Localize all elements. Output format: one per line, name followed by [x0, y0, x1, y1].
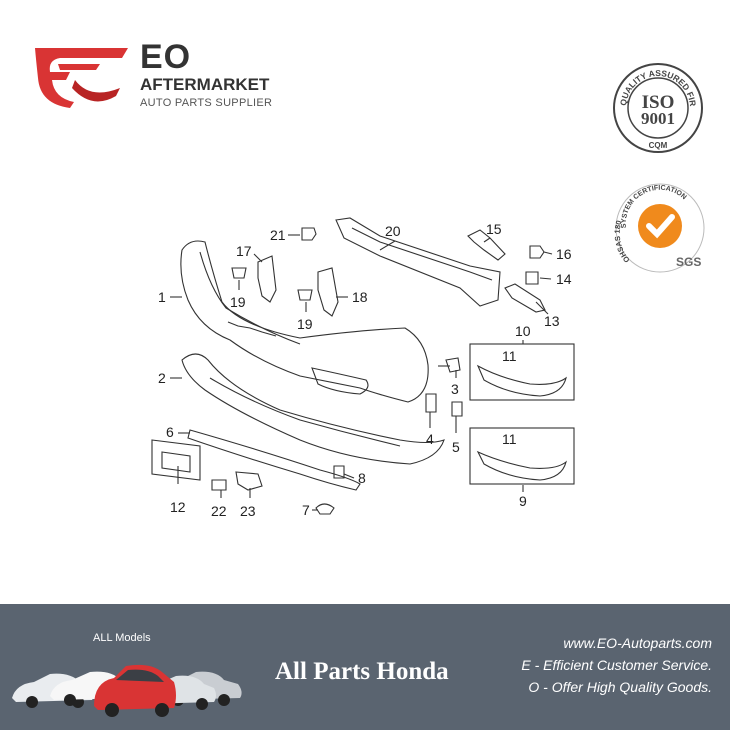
callout-label: 16: [556, 246, 572, 262]
bumper-parts-diagram: 1 2 3 4 5 6 7 8 9 10 11 11 12 13 14 15 1…: [151, 217, 575, 519]
callout-labels: 1 2 3 4 5 6 7 8 9 10 11 11 12 13 14 15 1…: [158, 221, 572, 519]
iso-number: 9001: [641, 109, 675, 128]
checkmark-icon: [646, 214, 675, 239]
iso-9001-badge: QUALITY ASSURED FIRM ISO 9001 CQM: [612, 62, 703, 153]
callout-label: 12: [170, 499, 186, 515]
reinforcement-beam-part: [335, 217, 501, 307]
header: EO AFTERMARKET AUTO PARTS SUPPLIER QUALI…: [0, 0, 730, 170]
sgs-mark: SGS: [676, 255, 701, 269]
callout-label: 21: [270, 227, 286, 243]
callout-label: 15: [486, 221, 502, 237]
brand-sub: AFTERMARKET: [140, 75, 270, 94]
car-icon: [94, 664, 176, 717]
callout-label: 13: [544, 313, 560, 329]
footer-banner: ALL Models All Parts Honda www.EO-Autopa…: [0, 604, 730, 730]
callout-label: 3: [451, 381, 459, 397]
all-models-link[interactable]: ALL Models: [93, 632, 151, 644]
callout-label: 22: [211, 503, 227, 519]
callout-label: 19: [297, 316, 313, 332]
sgs-ohsas-badge: SYSTEM CERTIFICATION OHSAS 18001 SGS: [612, 180, 705, 273]
iso-bottom: CQM: [649, 141, 668, 150]
lower-bumper-part: [181, 353, 445, 465]
callout-label: 9: [519, 493, 527, 509]
callout-label: 5: [452, 439, 460, 455]
website-link[interactable]: www.EO-Autoparts.com: [563, 635, 712, 651]
callout-label: 4: [426, 431, 434, 447]
callout-label: 18: [352, 289, 368, 305]
eo-logo-icon: [35, 48, 128, 108]
fog-light-bezel-box-9: [469, 427, 575, 485]
callout-label: 1: [158, 289, 166, 305]
callout-label: 11: [502, 348, 517, 364]
brand-name: EO: [140, 38, 192, 76]
brand-tagline: AUTO PARTS SUPPLIER: [140, 97, 273, 109]
callout-label: 14: [556, 271, 572, 287]
iso-main: ISO: [642, 92, 675, 113]
callout-label: 19: [230, 294, 246, 310]
callout-label: 23: [240, 503, 256, 519]
footer-title: All Parts Honda: [275, 658, 449, 685]
license-bracket-part: [151, 439, 201, 481]
callout-label: 10: [515, 323, 531, 339]
callout-label: 2: [158, 370, 166, 386]
car-lineup-image: [12, 664, 242, 717]
callout-label: 7: [302, 502, 310, 518]
fog-light-bezel-box-10: [469, 343, 575, 401]
callout-label: 11: [502, 431, 517, 447]
callout-label: 20: [385, 223, 401, 239]
tagline-quality: O - Offer High Quality Goods.: [528, 679, 712, 695]
callout-label: 17: [236, 243, 252, 259]
brand-block: EO AFTERMARKET AUTO PARTS SUPPLIER: [140, 40, 272, 110]
footer-taglines: www.EO-Autoparts.com E - Efficient Custo…: [521, 632, 712, 698]
callout-label: 6: [166, 424, 174, 440]
callout-label: 8: [358, 470, 366, 486]
molding-strip-part: [187, 429, 361, 491]
tagline-efficient: E - Efficient Customer Service.: [521, 657, 712, 673]
